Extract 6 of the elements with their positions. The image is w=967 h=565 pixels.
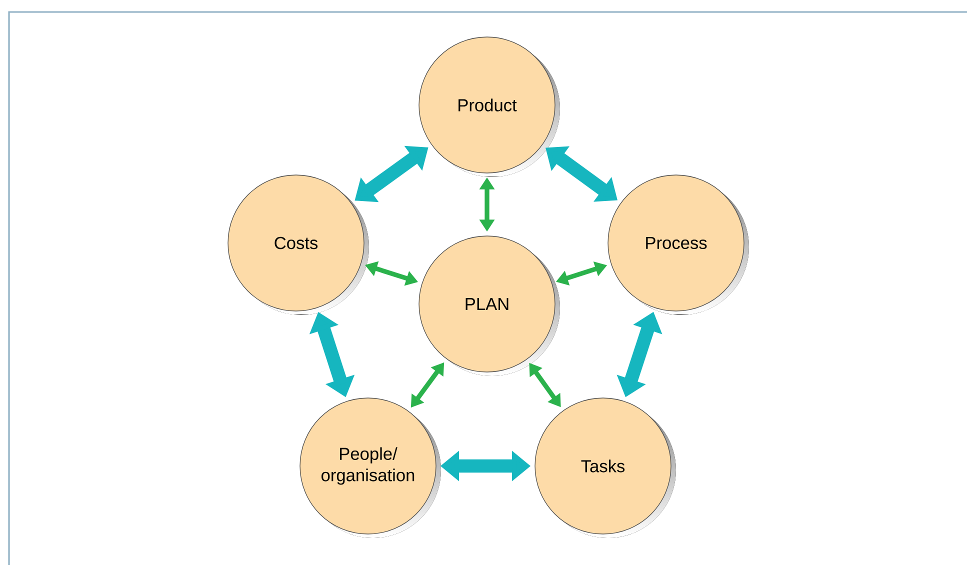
circle-node: People/ organisation [300,398,441,538]
circle-node: Product [418,36,560,177]
circle-node: Tasks [534,398,676,538]
circle-node: PLAN [418,236,560,376]
circle-node: Process [608,174,749,315]
circle-node: Costs [228,174,369,315]
